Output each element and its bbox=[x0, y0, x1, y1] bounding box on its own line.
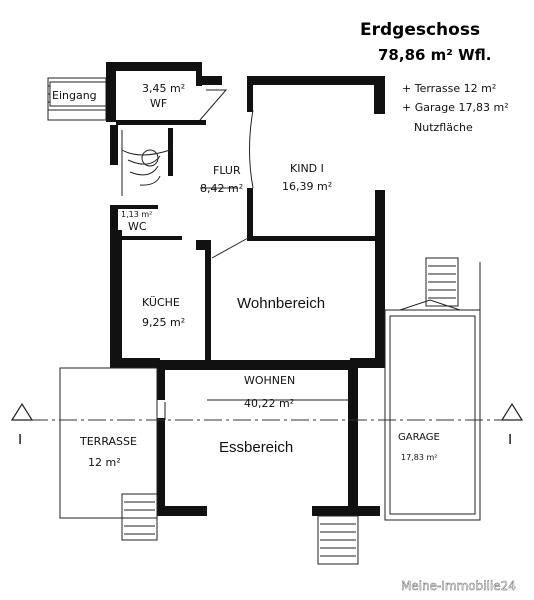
room-label-flur: FLUR bbox=[213, 164, 241, 177]
room-label-kueche: KÜCHE bbox=[142, 296, 180, 309]
room-area-wohnen: 40,22 m² bbox=[244, 397, 294, 410]
garage-outline bbox=[384, 257, 481, 521]
room-label-kind: KIND I bbox=[290, 162, 324, 175]
room-area-wc: 1,13 m² bbox=[121, 210, 152, 219]
room-label-garage: GARAGE bbox=[398, 432, 440, 443]
room-label-wohnen: WOHNEN bbox=[244, 374, 295, 387]
section-mark-left: I bbox=[18, 431, 22, 448]
plan-title: Erdgeschoss bbox=[360, 20, 480, 40]
room-label-wf: WF bbox=[150, 97, 167, 110]
entrance-steps bbox=[47, 77, 107, 121]
room-area-garage: 17,83 m² bbox=[401, 453, 437, 462]
garage-area-note: + Garage 17,83 m² bbox=[402, 101, 509, 114]
terrace-area-note: + Terrasse 12 m² bbox=[402, 82, 496, 95]
front-steps bbox=[317, 515, 359, 565]
section-mark-right: I bbox=[508, 431, 512, 448]
door-swings bbox=[164, 89, 350, 420]
zone-label-wohnbereich: Wohnbereich bbox=[237, 295, 325, 312]
walls bbox=[106, 62, 385, 516]
room-label-eingang: Eingang bbox=[52, 89, 97, 102]
room-area-kueche: 9,25 m² bbox=[142, 316, 185, 329]
living-area-total: 78,86 m² Wfl. bbox=[378, 46, 491, 64]
watermark: Meine-Immobilie24 bbox=[401, 579, 516, 593]
section-line bbox=[10, 402, 524, 421]
room-label-terrasse: TERRASSE bbox=[79, 435, 137, 448]
room-label-wc: WC bbox=[128, 220, 147, 233]
room-area-flur: 8,42 m² bbox=[200, 182, 243, 195]
terrace-outline bbox=[59, 367, 158, 541]
room-area-wf: 3,45 m² bbox=[142, 82, 185, 95]
interior-staircase bbox=[121, 130, 171, 196]
room-area-kind: 16,39 m² bbox=[282, 180, 332, 193]
usage-area-note: Nutzfläche bbox=[414, 121, 473, 134]
zone-label-essbereich: Essbereich bbox=[219, 439, 293, 456]
room-area-terrasse: 12 m² bbox=[88, 456, 121, 469]
